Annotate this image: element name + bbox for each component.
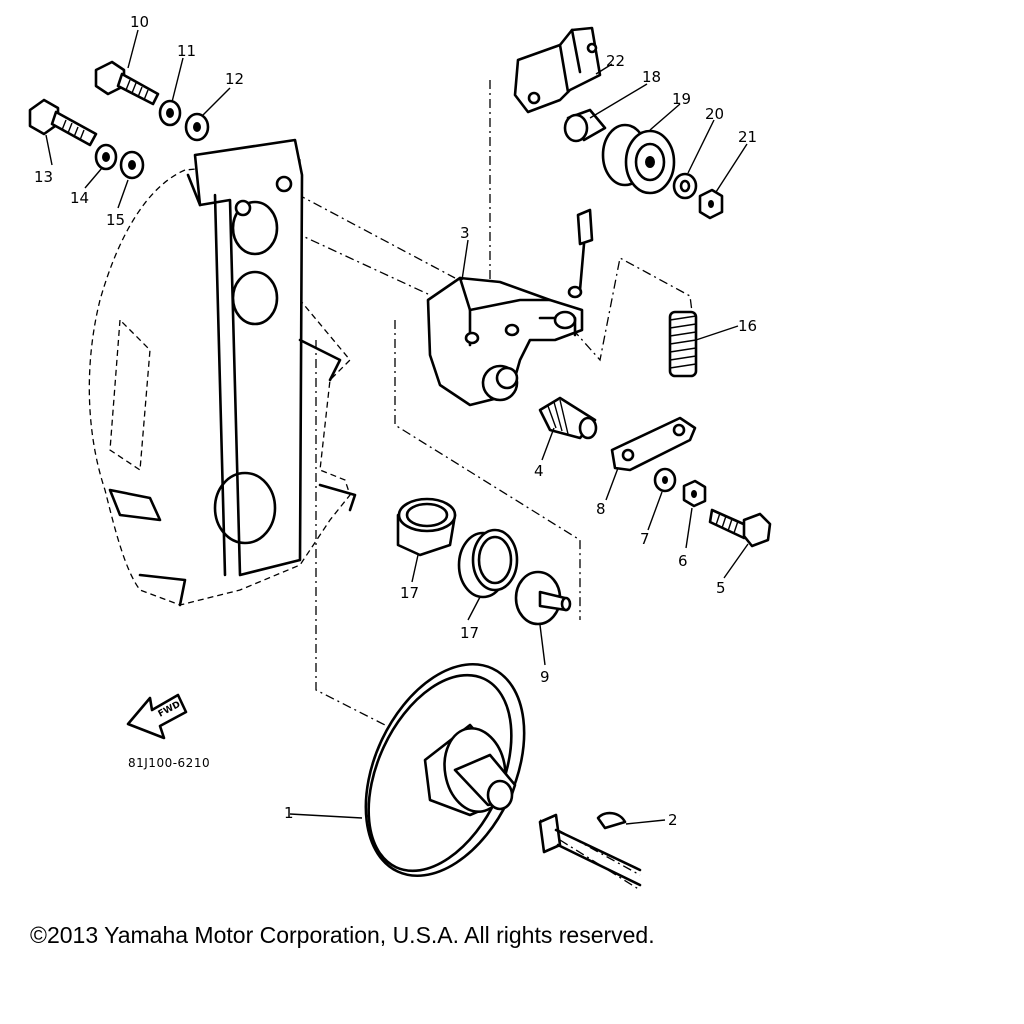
callout-17-upper: 17 bbox=[400, 584, 419, 602]
callout-19: 19 bbox=[672, 90, 691, 108]
lock-washer-11 bbox=[158, 99, 182, 127]
cap-pin-9 bbox=[514, 570, 572, 626]
washer-7 bbox=[653, 467, 677, 493]
sheave-1 bbox=[364, 662, 526, 878]
lever-8 bbox=[610, 416, 697, 472]
callout-18: 18 bbox=[642, 68, 661, 86]
callout-2: 2 bbox=[668, 811, 678, 829]
callout-4: 4 bbox=[534, 462, 544, 480]
woodruff-key-2 bbox=[596, 811, 627, 830]
shift-arm-housing-3 bbox=[426, 276, 584, 407]
callout-8: 8 bbox=[596, 500, 606, 518]
callout-20: 20 bbox=[705, 105, 724, 123]
gear-case-housing bbox=[88, 138, 357, 607]
callout-5: 5 bbox=[716, 579, 726, 597]
leader-lines bbox=[45, 29, 749, 825]
callout-9: 9 bbox=[540, 668, 550, 686]
washer-12 bbox=[184, 112, 210, 142]
shaft bbox=[538, 813, 642, 887]
housing-bore-lower bbox=[213, 471, 277, 545]
bolt-13 bbox=[28, 98, 98, 147]
callout-14: 14 bbox=[70, 189, 89, 207]
callout-3: 3 bbox=[460, 224, 470, 242]
callout-6: 6 bbox=[678, 552, 688, 570]
callout-21: 21 bbox=[738, 128, 757, 146]
bolt-5 bbox=[708, 508, 772, 548]
cable-end bbox=[567, 208, 594, 299]
nut-21 bbox=[698, 188, 724, 220]
housing-bore-middle bbox=[231, 270, 279, 326]
bracket-22 bbox=[513, 26, 602, 114]
callout-numbers: 10 11 12 13 14 15 22 18 19 20 21 3 16 4 … bbox=[34, 13, 757, 829]
lock-washer-14 bbox=[94, 143, 118, 171]
bolt-10 bbox=[94, 60, 160, 106]
collar-18 bbox=[563, 108, 607, 143]
forward-direction-arrow-icon: FWD bbox=[126, 693, 188, 740]
washer-20 bbox=[672, 172, 698, 200]
spring-16 bbox=[668, 310, 698, 378]
callout-17-lower: 17 bbox=[460, 624, 479, 642]
callout-7: 7 bbox=[640, 530, 650, 548]
callout-10: 10 bbox=[130, 13, 149, 31]
callout-22: 22 bbox=[606, 52, 625, 70]
bushing-17-lower bbox=[457, 528, 519, 599]
callout-12: 12 bbox=[225, 70, 244, 88]
drawing-code: 81J100-6210 bbox=[128, 756, 210, 770]
washer-15 bbox=[119, 150, 145, 180]
worm-gear-4 bbox=[538, 396, 598, 440]
nut-6 bbox=[682, 479, 707, 508]
callout-1: 1 bbox=[284, 804, 294, 822]
copyright-notice: ©2013 Yamaha Motor Corporation, U.S.A. A… bbox=[30, 922, 655, 948]
callout-11: 11 bbox=[177, 42, 196, 60]
callout-16: 16 bbox=[738, 317, 757, 335]
bushing-17-upper bbox=[396, 497, 457, 557]
callout-15: 15 bbox=[106, 211, 125, 229]
pulley-19 bbox=[601, 123, 676, 195]
callout-13: 13 bbox=[34, 168, 53, 186]
